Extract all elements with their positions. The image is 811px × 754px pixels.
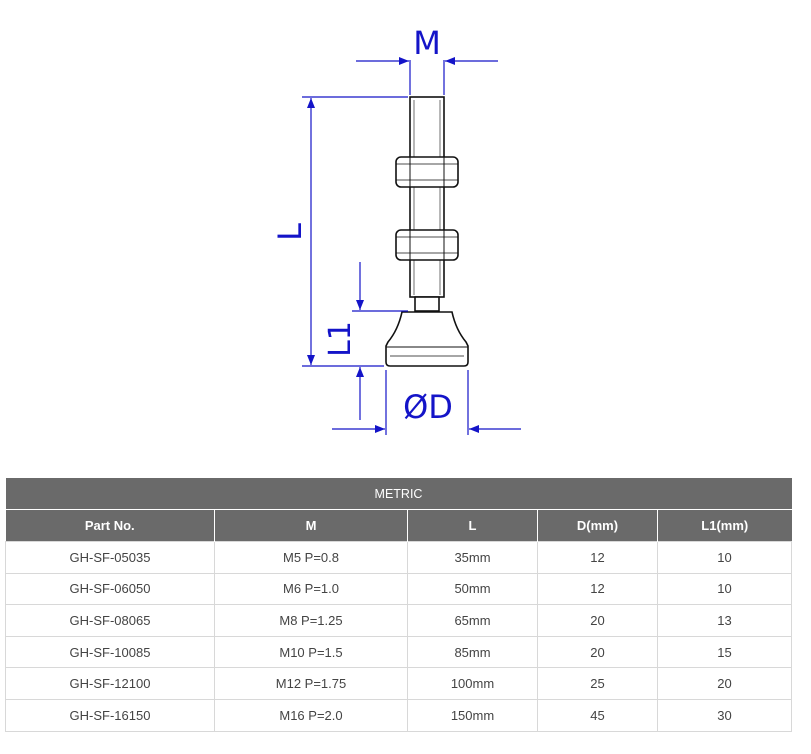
leveling-foot-drawing: M L L1 ØD [271, 24, 521, 435]
table-row: GH-SF-06050 M6 P=1.0 50mm 12 10 [5, 572, 793, 606]
column-header-l: L [407, 509, 538, 542]
upper-hex-nut [395, 156, 459, 188]
cell-part-no: GH-SF-12100 [5, 667, 215, 700]
dimension-label-m: M [413, 24, 441, 62]
leveling-foot-part [385, 96, 469, 367]
cell-part-no: GH-SF-06050 [5, 572, 215, 606]
column-header-m: M [214, 509, 408, 542]
table-row: GH-SF-10085 M10 P=1.5 85mm 20 15 [5, 635, 793, 669]
ball-joint-neck [414, 296, 440, 312]
table-row: GH-SF-05035 M5 P=0.8 35mm 12 10 [5, 541, 793, 574]
cell-m: M6 P=1.0 [214, 572, 408, 606]
cell-l: 85mm [407, 635, 538, 669]
cell-l: 35mm [407, 541, 538, 574]
cell-part-no: GH-SF-08065 [5, 604, 215, 637]
cell-l1: 10 [656, 572, 793, 606]
cell-l1: 15 [656, 635, 793, 669]
cell-d: 20 [537, 635, 658, 669]
dimension-d [332, 370, 521, 435]
dimension-label-l: L [271, 223, 309, 241]
dimension-label-l1: L1 [323, 321, 358, 357]
cell-part-no: GH-SF-10085 [5, 635, 215, 669]
cell-l: 150mm [407, 698, 538, 732]
cell-m: M5 P=0.8 [214, 541, 408, 574]
cell-d: 12 [537, 572, 658, 606]
specification-table: METRIC Part No. M L D(mm) L1(mm) GH-SF-0… [5, 478, 793, 732]
cell-part-no: GH-SF-05035 [5, 541, 215, 574]
dimension-label-d: ØD [403, 388, 453, 426]
cell-m: M16 P=2.0 [214, 698, 408, 732]
cell-part-no: GH-SF-16150 [5, 698, 215, 732]
cell-d: 20 [537, 604, 658, 637]
base-pad [385, 311, 469, 367]
cell-m: M10 P=1.5 [214, 635, 408, 669]
table-row: GH-SF-12100 M12 P=1.75 100mm 25 20 [5, 667, 793, 700]
cell-l: 100mm [407, 667, 538, 700]
dimension-m [356, 57, 498, 95]
table-title: METRIC [5, 478, 792, 510]
cell-d: 45 [537, 698, 658, 732]
lower-hex-nut [395, 229, 459, 261]
column-header-part-no: Part No. [5, 509, 215, 542]
cell-l1: 13 [656, 604, 793, 637]
table-header-row: Part No. M L D(mm) L1(mm) [5, 509, 792, 542]
cell-l1: 20 [656, 667, 793, 700]
cell-d: 25 [537, 667, 658, 700]
dimension-l1 [352, 262, 408, 420]
cell-m: M12 P=1.75 [214, 667, 408, 700]
table-title-row: METRIC [5, 478, 792, 510]
threaded-stud [409, 96, 445, 298]
cell-l: 50mm [407, 572, 538, 606]
cell-m: M8 P=1.25 [214, 604, 408, 637]
table-row: GH-SF-16150 M16 P=2.0 150mm 45 30 [5, 698, 793, 732]
dimension-l [302, 96, 408, 367]
cell-l1: 30 [656, 698, 793, 732]
cell-l: 65mm [407, 604, 538, 637]
cell-l1: 10 [656, 541, 793, 574]
column-header-d: D(mm) [537, 509, 658, 542]
cell-d: 12 [537, 541, 658, 574]
table-row: GH-SF-08065 M8 P=1.25 65mm 20 13 [5, 604, 793, 637]
column-header-l1: L1(mm) [656, 509, 792, 542]
